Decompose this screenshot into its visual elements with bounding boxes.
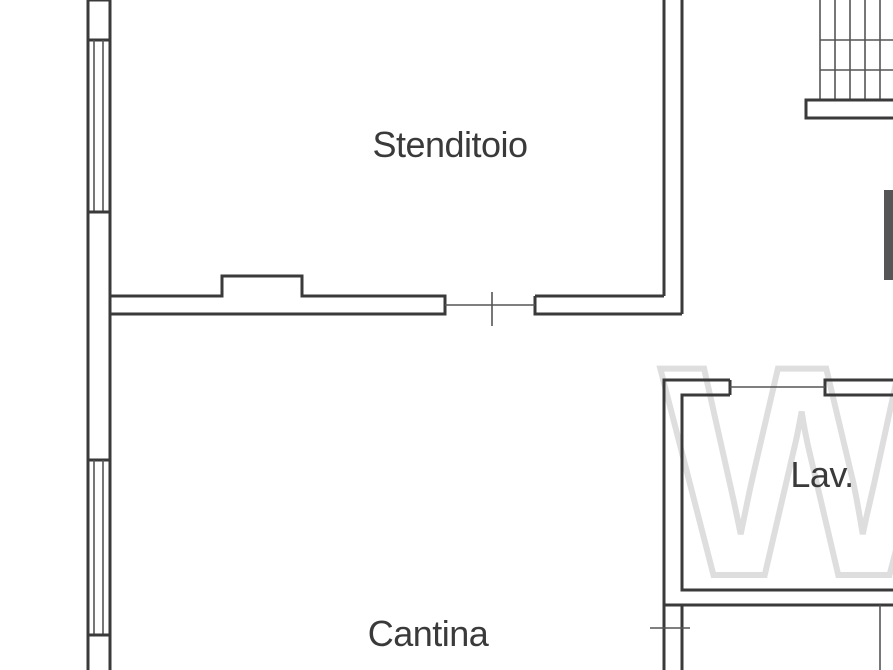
lav-room-walls [650,378,893,670]
room-label-stenditoio: Stenditoio [372,124,527,165]
watermark-logo: W [660,303,893,639]
staircase [804,0,893,280]
room-label-lav: Lav. [790,454,853,495]
stenditoio-right-wall [662,0,684,314]
room-label-cantina: Cantina [368,613,490,654]
dividing-wall [110,274,682,326]
left-exterior-wall [86,0,112,670]
